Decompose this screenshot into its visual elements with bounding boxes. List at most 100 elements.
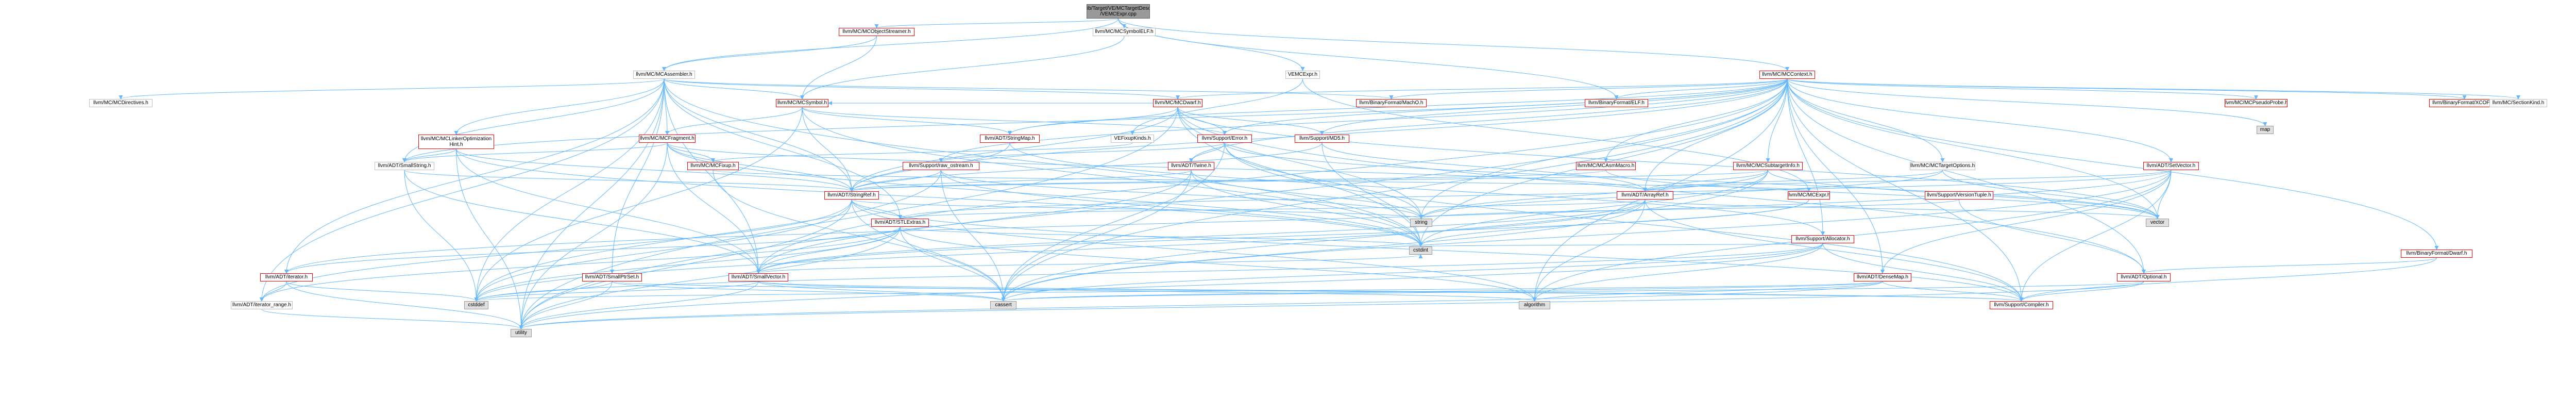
dependency-edge (850, 107, 1178, 192)
node-iterator-range[interactable]: llvm/ADT/iterator_range.h (231, 301, 293, 309)
dependency-edge (939, 142, 1225, 162)
dependency-edge (402, 142, 668, 162)
node-iterator[interactable]: llvm/ADT/iterator.h (260, 273, 313, 281)
node-twine[interactable]: llvm/ADT/Twine.h (1168, 162, 1214, 170)
node-mccontext[interactable]: llvm/MC/MCContext.h (1759, 71, 1815, 79)
dependency-edge (456, 148, 523, 329)
node-sectionkind[interactable]: llvm/MC/SectionKind.h (2489, 99, 2547, 107)
node-compiler[interactable]: llvm/Support/Compiler.h (1990, 301, 2053, 309)
node-smallvector[interactable]: llvm/ADT/SmallVector.h (728, 273, 788, 281)
dependency-edge (756, 199, 1646, 274)
node-string[interactable]: string (1410, 219, 1432, 227)
node-map[interactable]: map (2257, 126, 2274, 134)
node-cassert[interactable]: cassert (990, 301, 1016, 309)
dependency-edge (260, 199, 852, 302)
dependency-edge (1118, 18, 1305, 71)
dependency-edge (612, 281, 1006, 302)
dependency-edge (1191, 170, 1423, 219)
dependency-edge (758, 281, 1536, 302)
dependency-edge (1787, 78, 2160, 219)
dependency-edge (1176, 78, 1788, 100)
dependency-edge (1130, 78, 1303, 135)
dependency-edge (474, 281, 759, 302)
dependency-edge (1002, 281, 2144, 302)
node-cstddef[interactable]: cstddef (464, 301, 488, 309)
dependency-edge (260, 78, 665, 302)
dependency-edge (1001, 78, 1788, 302)
node-mcdirectives[interactable]: llvm/MC/MCDirectives.h (89, 99, 152, 107)
dependency-edge (664, 78, 760, 274)
node-mcassembler[interactable]: llvm/MC/MCAssembler.h (633, 71, 695, 79)
dependency-edge (1224, 142, 2024, 302)
node-setvector[interactable]: llvm/ADT/SetVector.h (2143, 162, 2199, 170)
node-mctargetoptions[interactable]: llvm/MC/MCTargetOptions.h (1910, 162, 1975, 170)
dependency-edge (612, 281, 2023, 302)
node-mcpseudoprobe[interactable]: llvm/MC/MCPseudoProbe.h (2225, 99, 2287, 107)
node-mcsubtargetinfo[interactable]: llvm/MC/MCSubtargetInfo.h (1733, 162, 1803, 170)
root-file-node: lib/Target/VE/MCTargetDesc /VEMCExpr.cpp (1087, 4, 1150, 19)
dependency-edge (802, 107, 854, 192)
node-utility[interactable]: utility (511, 329, 532, 337)
dependency-edge (1787, 78, 1825, 236)
node-smallstring[interactable]: llvm/ADT/SmallString.h (375, 162, 434, 170)
dependency-edge (1001, 170, 1768, 302)
node-mcdwarf[interactable]: llvm/MC/MCDwarf.h (1153, 99, 1202, 107)
dependency-edge (456, 148, 854, 192)
dependency-edge (519, 243, 1823, 329)
dependency-edge (1787, 78, 2520, 100)
node-versiontuple[interactable]: llvm/Support/VersionTuple.h (1925, 191, 1993, 200)
dependency-edge (1419, 170, 1943, 219)
dependency-edge (1882, 281, 2024, 302)
node-stringmap[interactable]: llvm/ADT/StringMap.h (980, 135, 1040, 143)
node-optional[interactable]: llvm/ADT/Optional.h (2117, 273, 2171, 281)
dependency-edge (1177, 107, 2146, 274)
dependency-edge (851, 199, 1006, 302)
dependency-edge (664, 78, 902, 219)
dependency-edge (711, 142, 1133, 162)
node-densemap[interactable]: llvm/ADT/DenseMap.h (1854, 273, 1911, 281)
node-md5[interactable]: llvm/Support/MD5.h (1295, 135, 1349, 143)
node-mcsymbol[interactable]: llvm/MC/MCSymbol.h (776, 99, 828, 107)
node-vector[interactable]: vector (2146, 219, 2169, 227)
node-vefixupkinds[interactable]: VEFixupKinds.h (1111, 135, 1154, 143)
dependency-edge (662, 18, 1118, 71)
dependency-edge (1321, 142, 1647, 192)
node-smallptrset[interactable]: llvm/ADT/SmallPtrSet.h (582, 273, 642, 281)
dependency-edge (850, 142, 1323, 192)
node-linker-optimization-hint[interactable]: llvm/MC/MCLinkerOptimization Hint.h (418, 135, 494, 149)
dependency-edge (402, 148, 456, 162)
dependency-edge (898, 170, 2172, 219)
node-elf-format[interactable]: llvm/BinaryFormat/ELF.h (1585, 99, 1648, 107)
dependency-edge (802, 107, 1012, 135)
node-macho-format[interactable]: llvm/BinaryFormat/MachO.h (1356, 99, 1427, 107)
node-cstdint[interactable]: cstdint (1409, 246, 1432, 255)
dependency-edge (756, 78, 1788, 274)
node-arrayref[interactable]: llvm/ADT/ArrayRef.h (1617, 191, 1673, 200)
node-mcfixup[interactable]: llvm/MC/MCFixup.h (687, 162, 739, 170)
dependency-edge (519, 281, 613, 329)
node-dwarf-format[interactable]: llvm/BinaryFormat/Dwarf.h (2401, 250, 2472, 258)
dependency-edge (1787, 78, 2439, 250)
dependency-edge (1787, 78, 2467, 100)
dependency-edge (519, 281, 1883, 329)
dependency-edge (1614, 78, 1788, 100)
node-mcexpr[interactable]: llvm/MC/MCExpr.h (1788, 191, 1830, 200)
node-mcasmmacro[interactable]: llvm/MC/MCAsmMacro.h (1576, 162, 1636, 170)
node-mcfragment[interactable]: llvm/MC/MCFragment.h (639, 135, 696, 143)
dependency-edge (1009, 142, 1825, 236)
node-vemcexpr-h[interactable]: VEMCExpr.h (1285, 71, 1320, 79)
dependency-edge (1001, 199, 1646, 302)
dependency-edge (118, 78, 665, 100)
node-allocator[interactable]: llvm/Support/Allocator.h (1791, 235, 1854, 243)
dependency-edge (1177, 107, 1227, 135)
node-stlextras[interactable]: llvm/ADT/STLExtras.h (871, 219, 929, 227)
node-stringref[interactable]: llvm/ADT/StringRef.h (824, 191, 879, 200)
node-error-h[interactable]: llvm/Support/Error.h (1197, 135, 1252, 143)
dependency-edge (1604, 78, 1788, 162)
node-algorithm[interactable]: algorithm (1519, 301, 1550, 309)
node-raw-ostream[interactable]: llvm/Support/raw_ostream.h (903, 162, 979, 170)
dependency-edge (850, 170, 1768, 192)
node-mcsymbolelf[interactable]: llvm/MC/MCSymbolELF.h (1093, 28, 1156, 36)
node-mcobjectstreamer[interactable]: llvm/MC/MCObjectStreamer.h (839, 28, 914, 36)
